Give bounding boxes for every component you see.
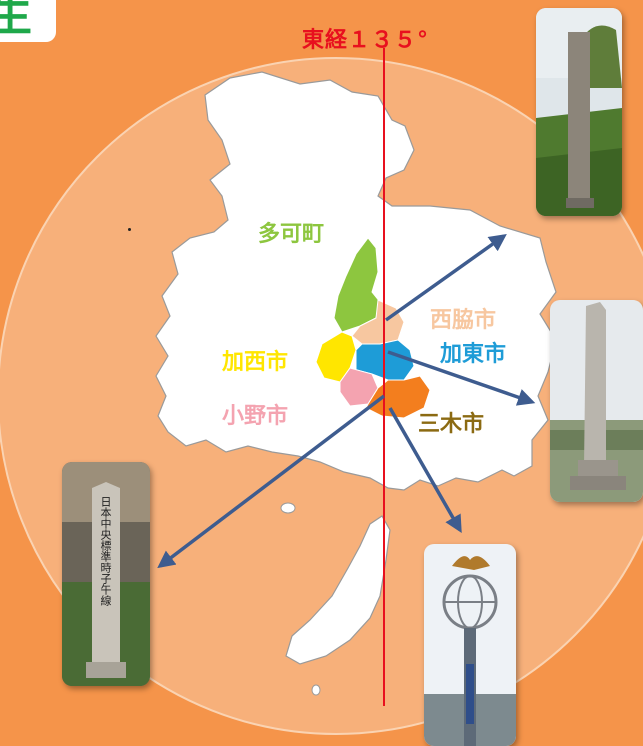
awaji-island [285,515,391,665]
monument-photo-miki [424,544,516,746]
arrow-to-ono [157,394,386,569]
label-ono: 小野市 [222,404,289,429]
region-miki [365,375,431,419]
monument-photo-ono: 日本中央標準時子午線 [62,462,150,686]
title-glyph: 生 [0,0,32,41]
meridian-label: 東経１３５° [302,28,430,53]
arrow-to-nishiwaki [384,233,507,322]
label-nishiwaki: 西脇市 [430,308,497,333]
label-kasai: 加西市 [222,350,289,375]
title-chip: 生 [0,0,56,42]
label-kato: 加東市 [440,342,507,367]
stray-dot [128,228,131,231]
region-ono [339,367,379,407]
label-takacho: 多可町 [258,222,325,247]
monument-photo-kato [550,300,643,502]
monument-photo-nishiwaki [536,8,622,216]
arrow-to-kato [387,350,536,406]
arrow-to-miki [388,407,462,534]
arrows [157,233,536,569]
monument-inscription: 日本中央標準時子午線 [99,496,112,606]
label-miki: 三木市 [418,412,485,437]
